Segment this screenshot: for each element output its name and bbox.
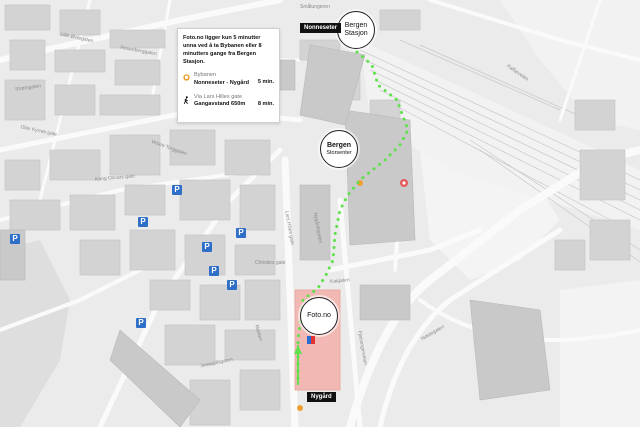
directions-info-box: Foto.no ligger kun 5 minutter unna ved å… <box>177 28 280 123</box>
bergen-stasjon-label: Bergen Stasjon <box>344 21 368 37</box>
foto-no-marker[interactable]: Foto.no <box>300 297 338 335</box>
storsenter-name: Bergen <box>326 141 352 149</box>
parking-icon[interactable]: P <box>136 318 146 328</box>
parking-icon[interactable]: P <box>172 185 182 195</box>
directions-intro-text: Foto.no ligger kun 5 minutter unna ved å… <box>183 35 262 66</box>
tram-time: 5 min. <box>257 79 274 86</box>
walk-time: 8 min. <box>257 100 274 107</box>
bergen-storsenter-marker[interactable]: Bergen Storsenter <box>320 130 358 168</box>
parking-icon[interactable]: P <box>209 266 219 276</box>
bergen-stasjon-marker[interactable]: Bergen Stasjon <box>337 11 375 49</box>
parking-icon[interactable]: P <box>10 234 20 244</box>
foto-no-label: Foto.no <box>307 311 331 319</box>
walk-route: Gangavstand 650m <box>194 101 246 108</box>
parking-icon[interactable]: P <box>138 217 148 227</box>
storsenter-sub: Storsenter <box>326 149 352 156</box>
walk-route-row: Via Lars Hilles gate Gangavstand 650m 8 … <box>183 94 274 109</box>
walking-person-icon <box>183 95 190 104</box>
parking-icon[interactable]: P <box>236 228 246 238</box>
nygard-stop-tag[interactable]: Nygård <box>307 392 336 402</box>
walk-label: Via Lars Hilles gate <box>194 93 243 100</box>
tram-icon <box>183 74 190 82</box>
tram-route: Nonneseter - Nygård <box>194 79 250 86</box>
foto-no-logo-icon <box>307 336 315 344</box>
nonneseter-stop-tag[interactable]: Nonneseter <box>300 23 342 33</box>
parking-icon[interactable]: P <box>202 242 212 252</box>
street-label: Christies gate <box>255 260 286 266</box>
tram-route-row: Bybanen Nonneseter - Nygård 5 min. <box>183 72 274 87</box>
tram-label: Bybanen <box>194 72 217 79</box>
parking-icon[interactable]: P <box>227 280 237 290</box>
area-label: Smålungeren <box>300 4 330 10</box>
